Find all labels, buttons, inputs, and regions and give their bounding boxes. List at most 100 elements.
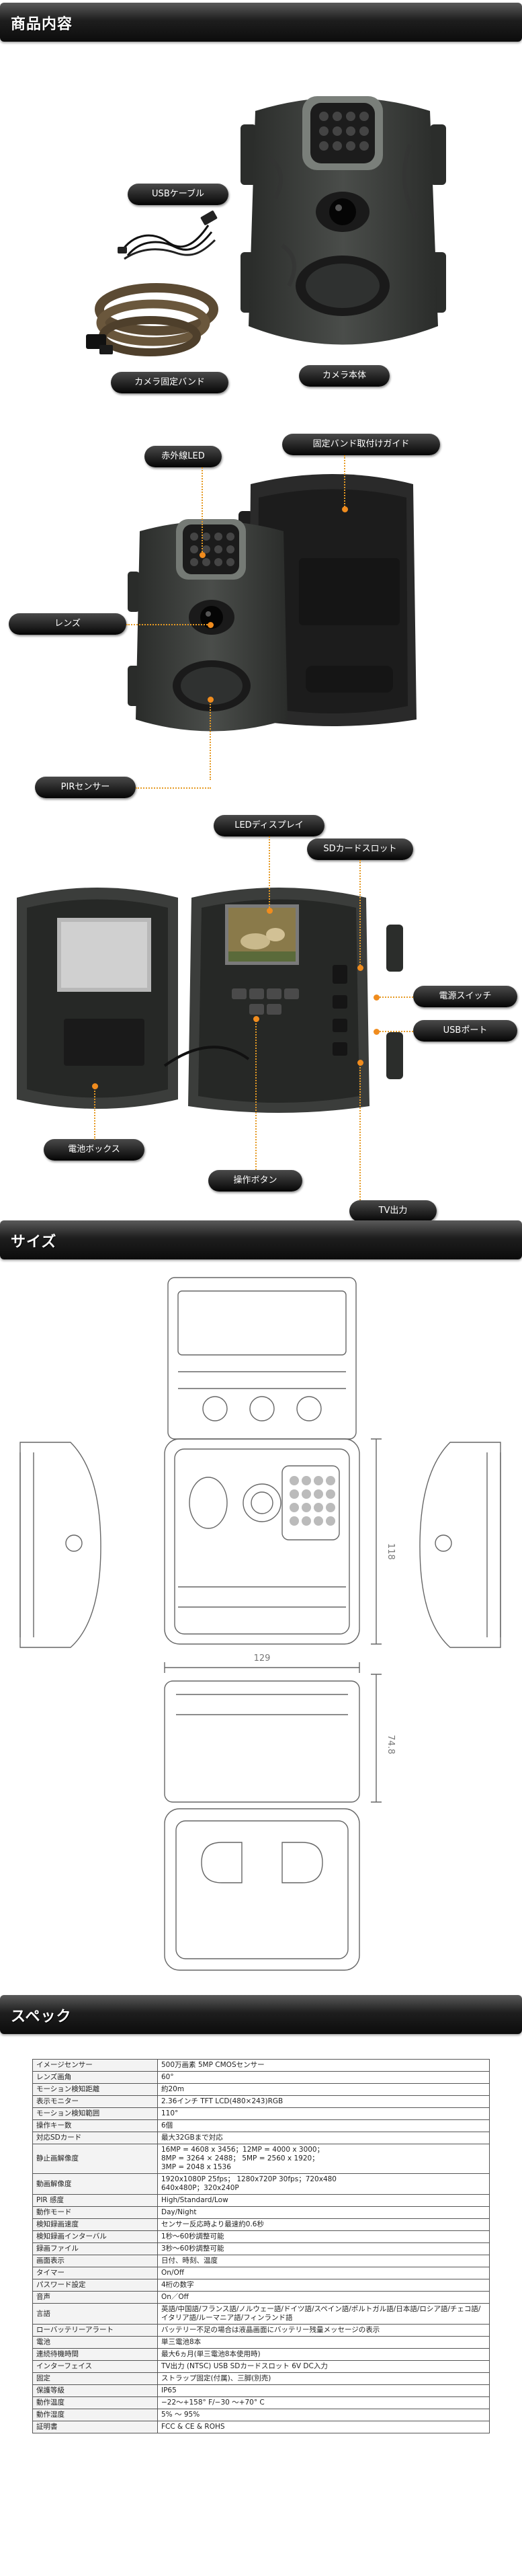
spec-key: 検知録画インターバル [32, 2230, 158, 2243]
camera-open-image [17, 888, 403, 1113]
spec-value: −22〜+158° F/−30 〜+70° C [157, 2396, 490, 2409]
dim-width: 129 [254, 1653, 271, 1664]
spec-key: 動作モード [32, 2206, 158, 2219]
spec-value: 3秒〜60秒調整可能 [157, 2242, 490, 2255]
spec-row: ローバッテリーアラートバッテリー不足の場合は液晶画面にバッテリー残量メッセージの… [32, 2324, 490, 2337]
spec-value: 英語/中国語/フランス語/ノルウェー語/ドイツ語/スペイン語/ポルトガル語/日本… [157, 2303, 490, 2325]
spec-value: 1秒〜60秒調整可能 [157, 2230, 490, 2243]
spec-value: 60° [157, 2071, 490, 2084]
spec-row: 動作温度−22〜+158° F/−30 〜+70° C [32, 2396, 490, 2409]
spec-value: 約20m [157, 2083, 490, 2096]
label-op-buttons: 操作ボタン [208, 1170, 302, 1192]
spec-key: モーション検知範囲 [32, 2107, 158, 2120]
label-usb-port: USBポート [413, 1020, 517, 1042]
spec-value: 最大32GBまで対応 [157, 2132, 490, 2144]
section-title: スペック [11, 2008, 72, 2025]
dim-depth: 74.8 [386, 1735, 396, 1754]
spec-key: 言語 [32, 2303, 158, 2325]
camera-back-image [238, 474, 417, 726]
label-pir-sensor: PIRセンサー [35, 777, 136, 798]
spec-value: 16MP = 4608 x 3456；12MP = 4000 x 3000； 8… [157, 2144, 490, 2174]
spec-key: 電池 [32, 2336, 158, 2349]
spec-value: バッテリー不足の場合は液晶画面にバッテリー残量メッセージの表示 [157, 2324, 490, 2337]
mount-band-image [86, 283, 218, 356]
spec-row: モーション検知距離約20m [32, 2083, 490, 2096]
spec-value: Day/Night [157, 2206, 490, 2219]
spec-key: 連続待機時間 [32, 2348, 158, 2361]
spec-key: 静止画解像度 [32, 2144, 158, 2174]
label-mount-band: カメラ固定バンド [111, 372, 228, 393]
spec-value: センサー反応時より最速約0.6秒 [157, 2218, 490, 2231]
label-usb-cable: USBケーブル [128, 184, 228, 205]
spec-key: 対応SDカード [32, 2132, 158, 2144]
spec-key: タイマー [32, 2267, 158, 2279]
spec-key: 保護等級 [32, 2384, 158, 2397]
spec-key: 動作温度 [32, 2396, 158, 2409]
camera-body-image [241, 96, 446, 345]
spec-key: 表示モニター [32, 2095, 158, 2108]
section-header-contents: 商品内容 [0, 3, 522, 42]
spec-key: インターフェイス [32, 2360, 158, 2373]
spec-value: IP65 [157, 2384, 490, 2397]
label-led-display: LEDディスプレイ [214, 815, 324, 836]
spec-row: 検知録画速度センサー反応時より最速約0.6秒 [32, 2218, 490, 2231]
spec-key: イメージセンサー [32, 2059, 158, 2072]
label-power-switch: 電源スイッチ [413, 986, 517, 1007]
section-header-spec: スペック [0, 1995, 522, 2034]
spec-key: 検知録画速度 [32, 2218, 158, 2231]
spec-row: 言語英語/中国語/フランス語/ノルウェー語/ドイツ語/スペイン語/ポルトガル語/… [32, 2303, 490, 2325]
spec-key: モーション検知距離 [32, 2083, 158, 2096]
spec-value: 5% 〜 95% [157, 2409, 490, 2421]
spec-value: 単三電池8本 [157, 2336, 490, 2349]
spec-key: 録画ファイル [32, 2242, 158, 2255]
spec-value: High/Standard/Low [157, 2194, 490, 2207]
spec-key: レンズ画角 [32, 2071, 158, 2084]
label-band-guide: 固定バンド取付けガイド [282, 434, 440, 455]
spec-value: 110° [157, 2107, 490, 2120]
label-battery-box: 電池ボックス [44, 1139, 144, 1161]
label-lens: レンズ [9, 613, 126, 635]
label-sd-slot: SDカードスロット [307, 838, 413, 860]
section-header-size: サイズ [0, 1220, 522, 1259]
spec-key: 証明書 [32, 2421, 158, 2433]
dim-height: 118 [386, 1543, 396, 1560]
spec-value: 2.36インチ TFT LCD(480×243)RGB [157, 2095, 490, 2108]
spec-value: TV出力 (NTSC) USB SDカードスロット 6V DC入力 [157, 2360, 490, 2373]
spec-key: パスワード設定 [32, 2279, 158, 2292]
spec-value: 500万画素 5MP CMOSセンサー [157, 2059, 490, 2072]
spec-key: 固定 [32, 2372, 158, 2385]
spec-value: 1920x1080P 25fps； 1280x720P 30fps；720x48… [157, 2173, 490, 2195]
dimension-drawings: 129 118 74.8 [19, 1277, 501, 1971]
spec-value: On/Off [157, 2267, 490, 2279]
label-camera-body: カメラ本体 [299, 365, 390, 387]
spec-value: 6個 [157, 2119, 490, 2132]
spec-value: ストラップ固定(付属)、三脚(別売) [157, 2372, 490, 2385]
spec-row: 電池単三電池8本 [32, 2336, 490, 2349]
section-title: サイズ [11, 1234, 57, 1251]
spec-key: 動作湿度 [32, 2409, 158, 2421]
spec-value: FCC & CE & ROHS [157, 2421, 490, 2433]
spec-value: 最大6ヵ月(単三電池8本使用時) [157, 2348, 490, 2361]
spec-row: 画面表示日付、時刻、温度 [32, 2255, 490, 2267]
spec-key: 画面表示 [32, 2255, 158, 2267]
spec-key: ローバッテリーアラート [32, 2324, 158, 2337]
spec-row: 固定ストラップ固定(付属)、三脚(別売) [32, 2372, 490, 2385]
usb-cable-image [118, 210, 218, 260]
spec-key: 音声 [32, 2291, 158, 2304]
